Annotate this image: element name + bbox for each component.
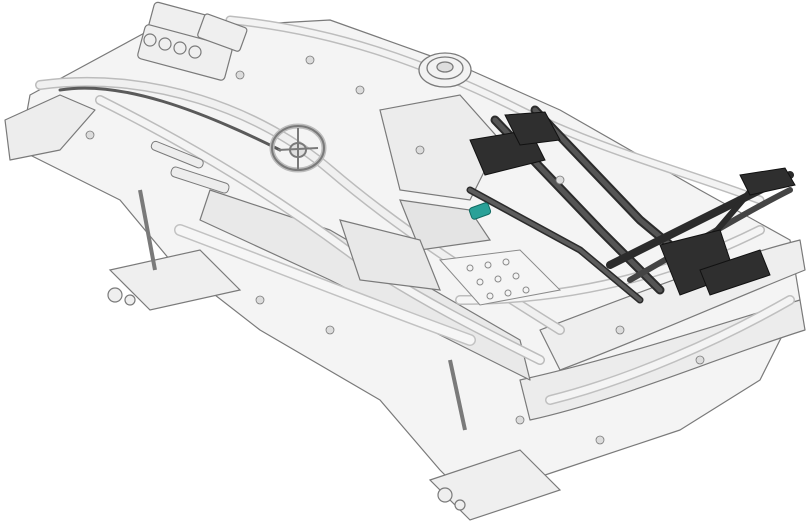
accent-part [468,202,492,220]
spare-wheel [418,52,472,88]
shock-absorbers [150,140,230,194]
roll-cage-brackets [469,111,796,296]
center-console [339,94,501,291]
engine-block [137,1,248,81]
technic-pins [85,55,705,445]
steering-wheel [269,123,327,173]
axle-assemblies [107,189,562,521]
stud-plate [438,249,562,306]
